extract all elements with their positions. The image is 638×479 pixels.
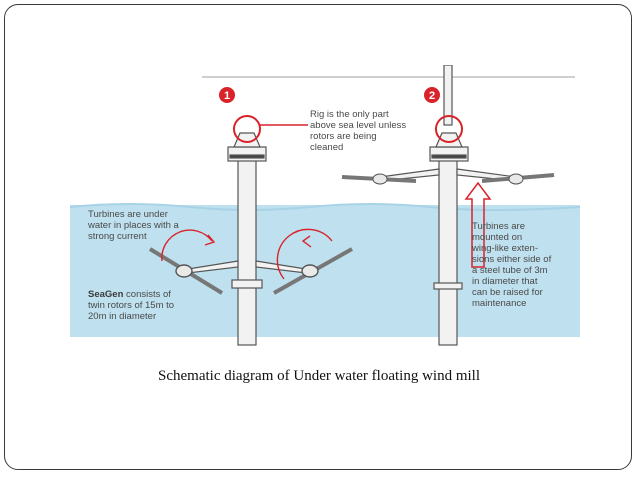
turbines-underwater-text: Turbines are under water in places with … [87, 209, 181, 242]
step-1-number: 1 [224, 90, 230, 102]
step-1-badge [219, 87, 235, 103]
figure-caption: Schematic diagram of Under water floatin… [158, 368, 480, 384]
rotation-arrow-right-head [301, 235, 312, 248]
rotation-arrow-left [161, 229, 213, 262]
raise-arrow [464, 181, 492, 268]
seagen-text: SeaGen consists of twin rotors of 15m to… [88, 289, 177, 322]
schematic-diagram: 1 2 Rig is the only part above sea level… [70, 65, 580, 355]
rotation-arrow-left-head [204, 234, 216, 246]
rig-note-text: Rig is the only part above sea level unl… [310, 109, 409, 153]
turbines-mounted-text: Turbines are mounted on wing-like exten-… [471, 221, 554, 309]
step-2-number: 2 [429, 90, 435, 102]
step-2-badge [424, 87, 440, 103]
rig-highlight-circle [233, 115, 261, 143]
rotor-right [273, 247, 353, 295]
sea-wave-line [70, 203, 580, 211]
rotation-arrow-right [276, 228, 333, 280]
sea-water [70, 205, 580, 337]
rig-highlight-circle-2 [435, 115, 463, 143]
tower-1 [227, 132, 267, 346]
